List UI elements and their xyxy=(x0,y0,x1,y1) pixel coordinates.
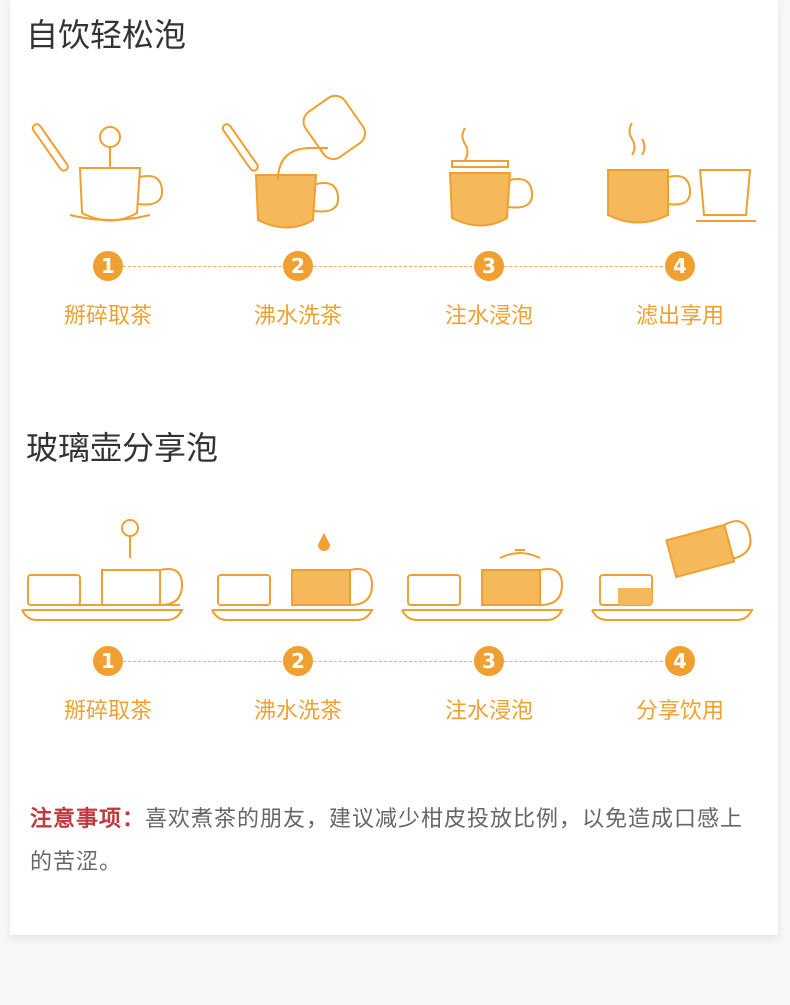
step4-pour-icon xyxy=(591,520,754,621)
notice-label: 注意事项： xyxy=(30,807,146,832)
step3-teapot-icon xyxy=(401,549,564,621)
step1-teapot-icon xyxy=(21,519,184,621)
step-number-badge: 2 xyxy=(283,646,313,676)
step-number-badge: 3 xyxy=(474,251,504,281)
step-connector-line xyxy=(123,661,693,662)
step2-teapot-icon xyxy=(211,532,374,621)
section-title-glass-pot: 玻璃壶分享泡 xyxy=(26,429,219,467)
step-label: 滤出享用 xyxy=(635,304,724,329)
step-label: 注水浸泡 xyxy=(444,699,533,724)
section-title-self-brew: 自饮轻松泡 xyxy=(26,16,187,54)
content-card: 自饮轻松泡 1 2 3 4 掰碎取茶 沸水洗茶 注水浸泡 滤出享用 玻璃壶分享泡… xyxy=(10,0,778,935)
teapot-brewing-illustrations xyxy=(21,519,754,621)
notice-text: 注意事项：喜欢煮茶的朋友，建议减少柑皮投放比例，以免造成口感上的苦涩。 xyxy=(30,798,760,884)
step4-pitcher-icon xyxy=(607,122,756,224)
step-number-badge: 4 xyxy=(665,251,695,281)
step-label: 沸水洗茶 xyxy=(253,699,342,724)
step-label: 掰碎取茶 xyxy=(63,304,152,329)
mug-brewing-illustrations xyxy=(31,94,756,229)
step-label: 沸水洗茶 xyxy=(253,304,342,329)
step-label: 掰碎取茶 xyxy=(63,699,152,724)
step-number-badge: 1 xyxy=(93,646,123,676)
step1-mug-icon xyxy=(31,123,164,222)
step-connector-line xyxy=(123,266,693,267)
step2-mug-icon xyxy=(221,94,367,229)
step3-mug-icon xyxy=(448,127,534,227)
step-label: 注水浸泡 xyxy=(444,304,533,329)
step-number-badge: 2 xyxy=(283,251,313,281)
step-number-badge: 1 xyxy=(93,251,123,281)
step-number-badge: 4 xyxy=(665,646,695,676)
step-label: 分享饮用 xyxy=(635,699,724,724)
step-number-badge: 3 xyxy=(474,646,504,676)
notice-body: 喜欢煮茶的朋友，建议减少柑皮投放比例，以免造成口感上的苦涩。 xyxy=(30,807,744,875)
